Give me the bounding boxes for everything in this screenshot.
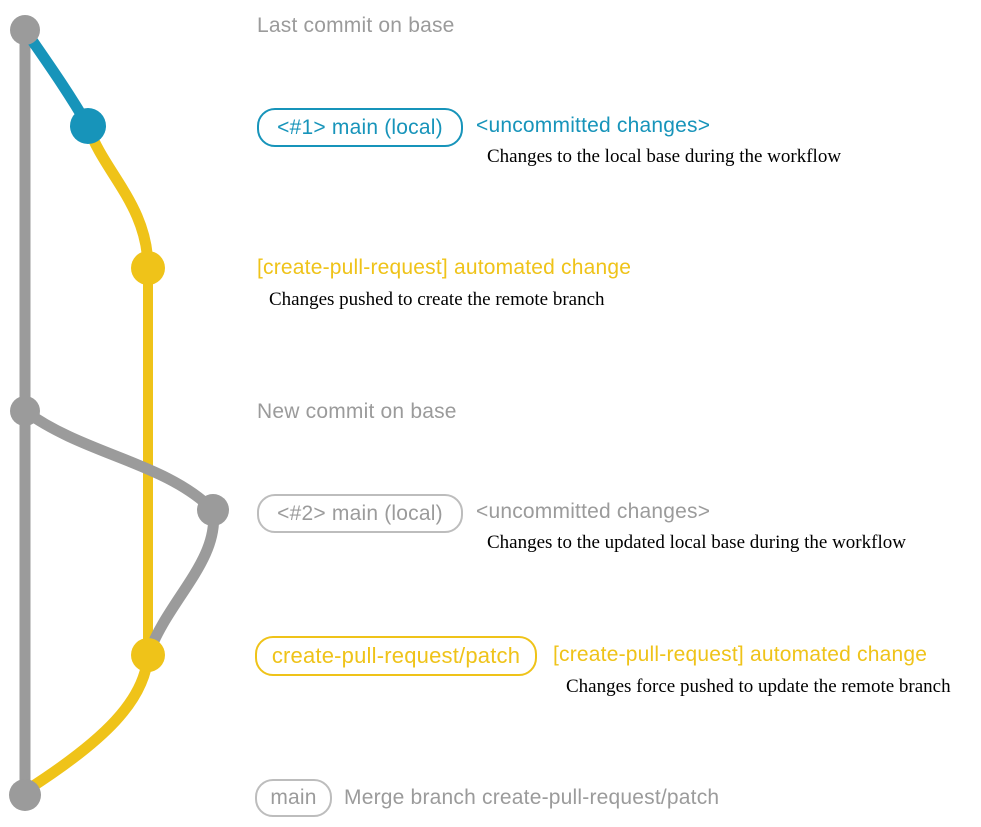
rebase-curve — [143, 509, 220, 655]
commit-dot-last-base — [10, 15, 40, 45]
branch-badge-label: main — [270, 786, 317, 809]
annotation-uncommitted-changes-2: <uncommitted changes> — [476, 500, 711, 523]
branch-badge-label: <#2> main (local) — [277, 501, 443, 525]
commit-dot-patch-2 — [131, 638, 165, 672]
base-update-curve — [21, 406, 217, 514]
annotation-new-commit-on-base: New commit on base — [257, 400, 457, 423]
branch-badge-main: main — [255, 779, 332, 817]
description-force-push-update-branch: Changes force pushed to update the remot… — [566, 676, 951, 697]
commit-dot-local-main-2 — [197, 494, 229, 526]
patch-branch-curve-top — [82, 124, 154, 269]
description-push-create-branch: Changes pushed to create the remote bran… — [269, 289, 605, 310]
annotation-merge-branch: Merge branch create-pull-request/patch — [344, 786, 720, 809]
commit-dot-new-base — [10, 396, 40, 426]
branch-badge-patch: create-pull-request/patch — [255, 636, 537, 676]
description-updated-local-base-changes: Changes to the updated local base during… — [487, 532, 906, 553]
annotation-automated-change-2: [create-pull-request] automated change — [553, 643, 928, 666]
commit-dot-local-main-1 — [70, 108, 106, 144]
commit-dot-merge — [9, 779, 41, 811]
description-local-base-changes: Changes to the local base during the wor… — [487, 146, 842, 167]
branch-badge-label: <#1> main (local) — [277, 115, 443, 139]
branch-badge-main-local-2: <#2> main (local) — [257, 494, 463, 533]
branch-badge-main-local-1: <#1> main (local) — [257, 108, 463, 147]
annotation-automated-change-1: [create-pull-request] automated change — [257, 256, 632, 279]
patch-merge-curve — [24, 654, 154, 795]
annotation-uncommitted-changes-1: <uncommitted changes> — [476, 114, 711, 137]
branch-badge-label: create-pull-request/patch — [271, 643, 521, 668]
annotation-last-commit-on-base: Last commit on base — [257, 14, 455, 37]
commit-dot-patch-1 — [131, 251, 165, 285]
